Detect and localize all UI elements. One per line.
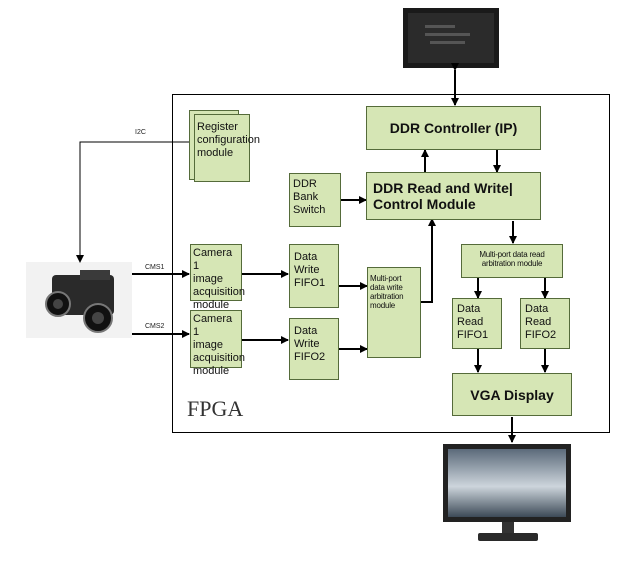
- read-arbitration-label: Multi-port data read arbitration module: [479, 250, 545, 268]
- data-write-fifo1-label: Data Write FIFO1: [294, 251, 326, 289]
- data-write-fifo1-block: Data Write FIFO1: [289, 244, 339, 308]
- write-arbitration-block: Multi-port data write arbitration module: [367, 267, 421, 358]
- stereo-camera-icon: [26, 262, 132, 338]
- vga-display-label: VGA Display: [470, 387, 554, 403]
- write-arbitration-label: Multi-port data write arbitration module: [370, 274, 404, 310]
- ddr-bank-switch-label: DDR Bank Switch: [293, 178, 326, 216]
- data-write-fifo2-label: Data Write FIFO2: [294, 325, 326, 363]
- read-arbitration-block: Multi-port data read arbitration module: [461, 244, 563, 278]
- cmos2-wire-label: CMS2: [145, 323, 165, 330]
- i2c-wire-label: I2C: [135, 129, 146, 136]
- fpga-boundary: [172, 94, 610, 433]
- ddr-memory-chip-icon: [403, 8, 499, 68]
- camera2-acquisition-block: Camera 1 image acquisition module: [190, 310, 245, 377]
- camera1-acquisition-label: Camera 1 image acquisition module: [193, 247, 245, 311]
- data-read-fifo1-block: Data Read FIFO1: [452, 298, 502, 349]
- register-config-block: Register configuration module: [194, 114, 260, 182]
- ddr-controller-label: DDR Controller (IP): [389, 120, 518, 136]
- monitor-icon: [443, 444, 571, 541]
- register-config-label: Register configuration module: [197, 121, 260, 159]
- fpga-label: FPGA: [187, 396, 244, 421]
- camera2-acquisition-label: Camera 1 image acquisition module: [193, 313, 245, 377]
- data-read-fifo2-block: Data Read FIFO2: [520, 298, 570, 349]
- ddr-rw-control-block: DDR Read and Write| Control Module: [366, 172, 541, 220]
- ddr-bank-switch-block: DDR Bank Switch: [289, 173, 341, 227]
- data-write-fifo2-block: Data Write FIFO2: [289, 318, 339, 380]
- camera1-acquisition-block: Camera 1 image acquisition module: [190, 244, 245, 311]
- cmos1-wire-label: CMS1: [145, 264, 165, 271]
- ddr-rw-control-label: DDR Read and Write| Control Module: [373, 180, 513, 212]
- data-read-fifo1-label: Data Read FIFO1: [457, 303, 489, 341]
- ddr-controller-block: DDR Controller (IP): [366, 106, 541, 150]
- vga-display-block: VGA Display: [452, 373, 572, 416]
- data-read-fifo2-label: Data Read FIFO2: [525, 303, 557, 341]
